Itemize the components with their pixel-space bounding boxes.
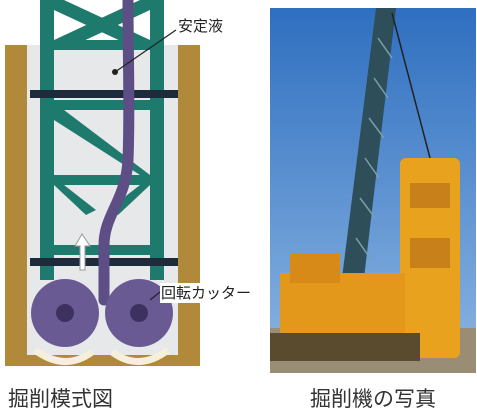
soil-wall-right [178, 45, 200, 363]
schematic-caption: 掘削模式図 [8, 387, 113, 411]
crane-body [280, 273, 405, 338]
rotation-arrow-icon [109, 347, 171, 365]
soil-wall-left [5, 45, 27, 363]
rotation-arrow-icon [32, 347, 95, 365]
cutter-unit-detail [410, 238, 450, 268]
up-arrow-icon [74, 233, 91, 271]
photo-caption: 掘削機の写真 [310, 387, 436, 411]
cutter-unit-detail [410, 183, 450, 208]
excavation-schematic: 安定液 回転カッター [5, 0, 264, 366]
slurry-label: 安定液 [178, 17, 223, 35]
slurry-hose [98, 0, 135, 306]
crossbeam [30, 90, 178, 98]
boom-lattice [355, 37, 393, 259]
cutter-leader-line [149, 291, 161, 301]
crane-tracks [270, 333, 420, 361]
crane-boom [342, 8, 396, 278]
crane-cab [290, 253, 340, 283]
excavator-photo [270, 8, 476, 373]
crane-cable [391, 12, 431, 159]
rotary-cutter-label: 回転カッター [161, 284, 251, 302]
rotary-cutter-right [105, 279, 173, 347]
slurry-leader-line [114, 29, 177, 73]
rotary-cutter-left [31, 279, 99, 347]
